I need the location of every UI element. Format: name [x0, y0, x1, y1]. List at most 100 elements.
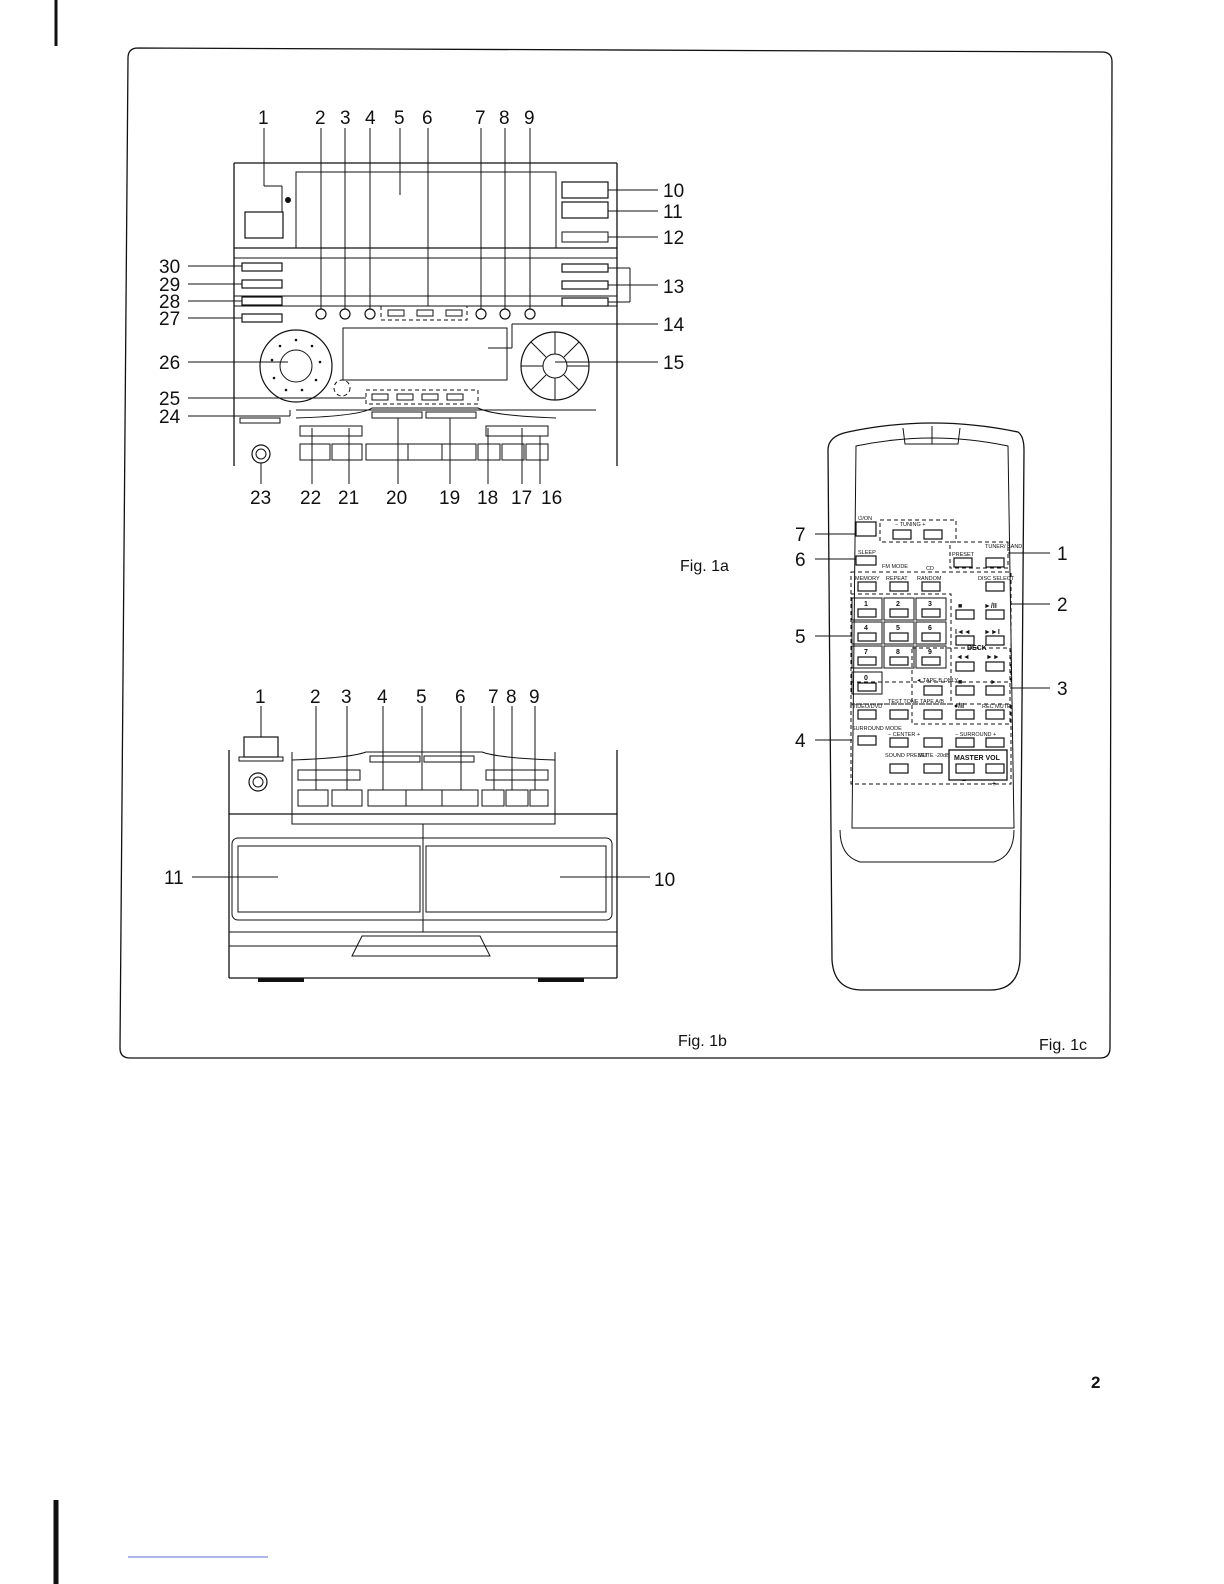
callout-label: 26: [159, 353, 180, 374]
rec-pause-symbol: ●/II: [954, 703, 964, 710]
remote-body: [827, 422, 1025, 991]
fig1a-caption: Fig. 1a: [680, 558, 729, 575]
fig1a-callouts-top: 1 2 3 4 5 6 7 8 9: [258, 108, 535, 129]
fig1b-caption: Fig. 1b: [678, 1033, 727, 1050]
power-button: [244, 211, 284, 239]
callout-label: 27: [159, 309, 180, 330]
deck-stop-symbol: ■: [958, 679, 962, 686]
video-dvd-label: VIDEO/DVD: [852, 704, 882, 710]
callout-label: 1: [255, 687, 266, 708]
callout-label: 29: [159, 275, 180, 296]
center-label: − CENTER +: [888, 732, 920, 738]
callout-label: 1: [258, 108, 269, 129]
callout-label: 25: [159, 389, 180, 410]
page-number: 2: [1091, 1373, 1100, 1392]
callout-label: 2: [310, 687, 321, 708]
stop-symbol: ■: [958, 603, 962, 610]
callout-label: 15: [663, 353, 684, 374]
callout-label: 3: [341, 687, 352, 708]
fig1c-caption: Fig. 1c: [1039, 1037, 1087, 1054]
cd-tray-door: [295, 171, 557, 249]
deck-play-symbol: ►: [990, 679, 997, 686]
vol-plus-label: +: [992, 781, 996, 788]
callout-label: 22: [300, 488, 321, 509]
digit-label: 5: [896, 625, 900, 632]
play-pause-symbol: ►/II: [984, 603, 997, 610]
callout-label: 3: [340, 108, 351, 129]
callout-label: 13: [663, 277, 684, 298]
callout-label: 6: [455, 687, 466, 708]
fig1c-remote-control: ⏻/ON − TUNING + SLEEP FM MODE CD PRESET …: [795, 422, 1087, 1054]
fig1a-callouts-left: 30 29 28 27 26 25 24: [159, 257, 181, 428]
callout-label: 19: [439, 488, 460, 509]
surround-label: − SURROUND +: [955, 732, 996, 738]
callout-label: 11: [663, 202, 683, 223]
fig1a-stereo-front: 1 2 3 4 5 6 7 8 9 10 11 12 13 14 15 30 2…: [159, 108, 729, 575]
digit-label: 2: [896, 601, 900, 608]
digit-label: 6: [928, 625, 932, 632]
callout-label: 17: [511, 488, 532, 509]
callout-label: 2: [1057, 595, 1068, 616]
figure-frame: [119, 47, 1113, 1059]
fig1a-callouts-right: 10 11 12 13 14 15: [663, 181, 685, 374]
deck-eject-button: [561, 201, 609, 219]
next-symbol: ►►I: [984, 629, 1000, 636]
callout-label: 24: [159, 407, 181, 428]
tape-b-only-label: ◄ TAPE B ONLY: [916, 678, 958, 684]
power-button-label: ⏻/ON: [858, 515, 872, 522]
tape-ab-label: TAPE A/B: [920, 699, 944, 705]
digit-label: 1: [864, 601, 868, 608]
callout-label: 9: [524, 108, 535, 129]
callout-label: 7: [488, 687, 499, 708]
callout-label: 6: [422, 108, 433, 129]
fm-mode-label: FM MODE: [882, 564, 908, 570]
deck-label: DECK: [967, 645, 987, 652]
cd-open-close-button: [561, 181, 609, 199]
display-panel: [342, 327, 508, 381]
fig1c-callouts: 7 6 5 4 1 2 3: [795, 525, 1068, 752]
callout-label: 3: [1057, 679, 1068, 700]
memory-label: MEMORY: [855, 576, 880, 582]
callout-label: 4: [377, 687, 388, 708]
callout-label: 4: [365, 108, 376, 129]
volume-knob: [259, 329, 333, 403]
callout-label: 18: [477, 488, 498, 509]
disc-select-label: DISC SELECT: [978, 576, 1015, 582]
tuner-band-label: TUNER/ BAND: [985, 544, 1022, 550]
callout-label: 5: [416, 687, 427, 708]
headphone-jack: [251, 444, 271, 464]
callout-label: 7: [475, 108, 486, 129]
fig1b-callouts-top: 1 2 3 4 5 6 7 8 9: [255, 687, 540, 708]
prev-symbol: I◄◄: [955, 629, 971, 636]
cd-label: CD: [926, 566, 934, 572]
fig1b-stereo-bottom: 1 2 3 4 5 6 7 8 9 11 10 Fig. 1b: [164, 687, 727, 1050]
callout-label: 21: [338, 488, 359, 509]
callout-label: 8: [499, 108, 510, 129]
digit-label: 8: [896, 649, 900, 656]
repeat-label: REPEAT: [886, 576, 908, 582]
callout-label: 30: [159, 257, 180, 278]
callout-label: 5: [394, 108, 405, 129]
fig1a-callouts-bottom: 23 22 21 20 19 18 17 16: [250, 488, 562, 509]
callout-label: 2: [315, 108, 326, 129]
disc-skip-button: [561, 231, 609, 243]
tuning-label: − TUNING +: [895, 522, 925, 528]
remote-buttons: ⏻/ON − TUNING + SLEEP FM MODE CD PRESET …: [851, 515, 1022, 788]
digit-label: 0: [864, 675, 868, 682]
sleep-label: SLEEP: [858, 550, 876, 556]
callout-label: 23: [250, 488, 271, 509]
cd-tray-left: [237, 845, 421, 913]
callout-label: 10: [663, 181, 684, 202]
digit-label: 9: [928, 649, 932, 656]
test-tone-label: TEST TONE: [888, 699, 919, 705]
cd-tray-right: [425, 845, 607, 913]
callout-label: 4: [795, 731, 806, 752]
callout-label: 11: [164, 868, 184, 889]
callout-label: 12: [663, 228, 684, 249]
callout-label: 6: [795, 550, 806, 571]
surround-mode-label: SURROUND MODE: [852, 726, 902, 732]
callout-label: 9: [529, 687, 540, 708]
callout-label: 5: [795, 627, 806, 648]
callout-label: 16: [541, 488, 562, 509]
